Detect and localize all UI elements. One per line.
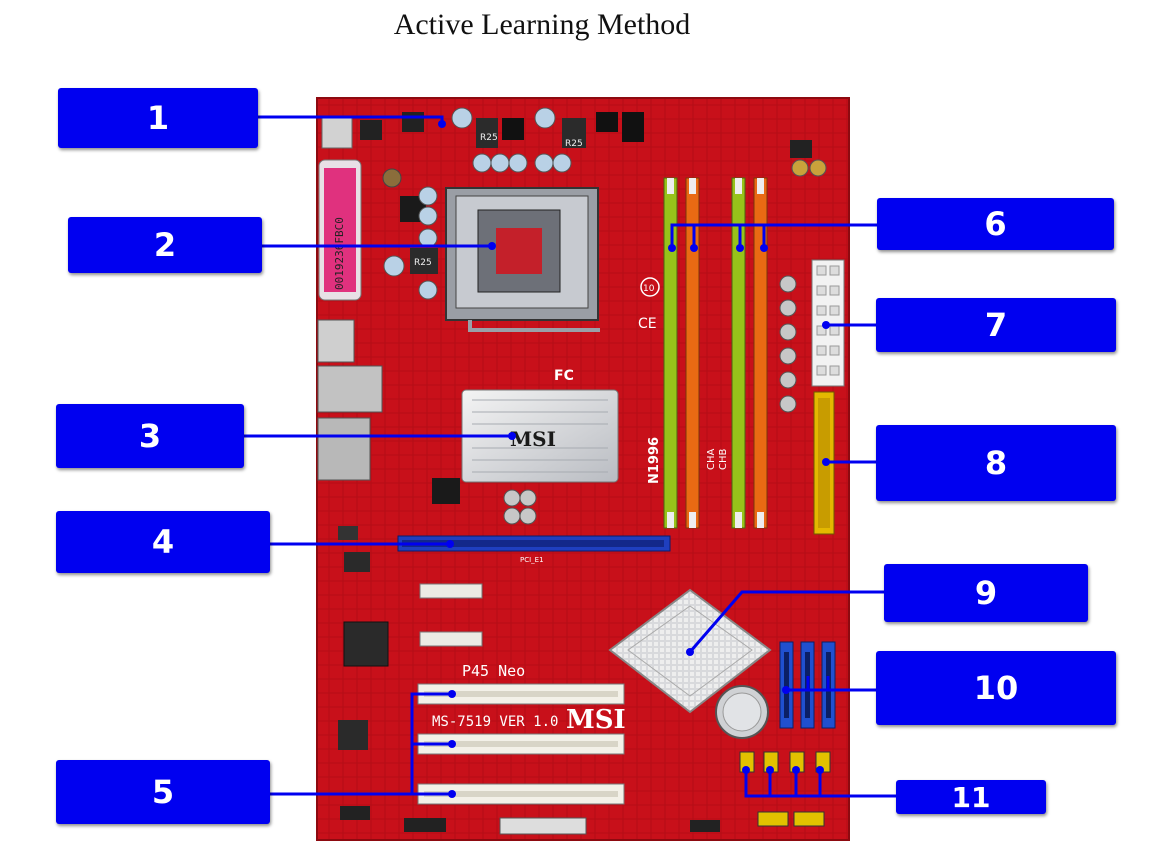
side-code-label: N1996: [647, 437, 662, 484]
chipset-logo: MSI: [510, 427, 556, 451]
io-panel: [317, 117, 383, 481]
pcie-x1-slot-b: [419, 631, 483, 647]
ce-mark: CE: [638, 316, 657, 332]
callout-11: 11: [896, 780, 1046, 814]
callout-9: 9: [884, 564, 1088, 622]
r25-label-b: R25: [565, 139, 583, 149]
io-chip: [343, 621, 389, 667]
board-logo: MSI: [566, 705, 626, 735]
leader-lines: [244, 115, 896, 798]
front-panel-headers: [340, 751, 831, 835]
northbridge-heatsink: [461, 389, 619, 483]
pci-slots: [417, 683, 625, 805]
pcie-x1-slot-a: [419, 583, 483, 599]
callout-5: 5: [56, 760, 270, 824]
version-label: MS-7519 VER 1.0: [432, 714, 558, 730]
ten-mark: 10: [643, 284, 655, 294]
cpu-socket: [445, 187, 600, 332]
model-label: P45 Neo: [462, 662, 525, 680]
callout-8: 8: [876, 425, 1116, 501]
serial-label: 0019236FBC0: [333, 217, 346, 290]
callout-6: 6: [877, 198, 1114, 250]
callout-7: 7: [876, 298, 1116, 352]
callout-4: 4: [56, 511, 270, 573]
pcie-label: PCI_E1: [520, 556, 544, 564]
ram-slots: [663, 177, 768, 529]
fc-mark: FC: [554, 368, 574, 384]
callout-3: 3: [56, 404, 244, 468]
callout-10: 10: [876, 651, 1116, 725]
callout-1: 1: [58, 88, 258, 148]
ram-capacitors: [779, 140, 827, 413]
r25-label-c: R25: [414, 258, 432, 268]
diagram-title: Active Learning Method: [393, 8, 691, 41]
cha-label: CHA: [706, 448, 717, 470]
r25-label-a: R25: [480, 133, 498, 143]
callout-2: 2: [68, 217, 262, 273]
chb-label: CHB: [718, 448, 729, 470]
vrm-components: [360, 107, 644, 300]
